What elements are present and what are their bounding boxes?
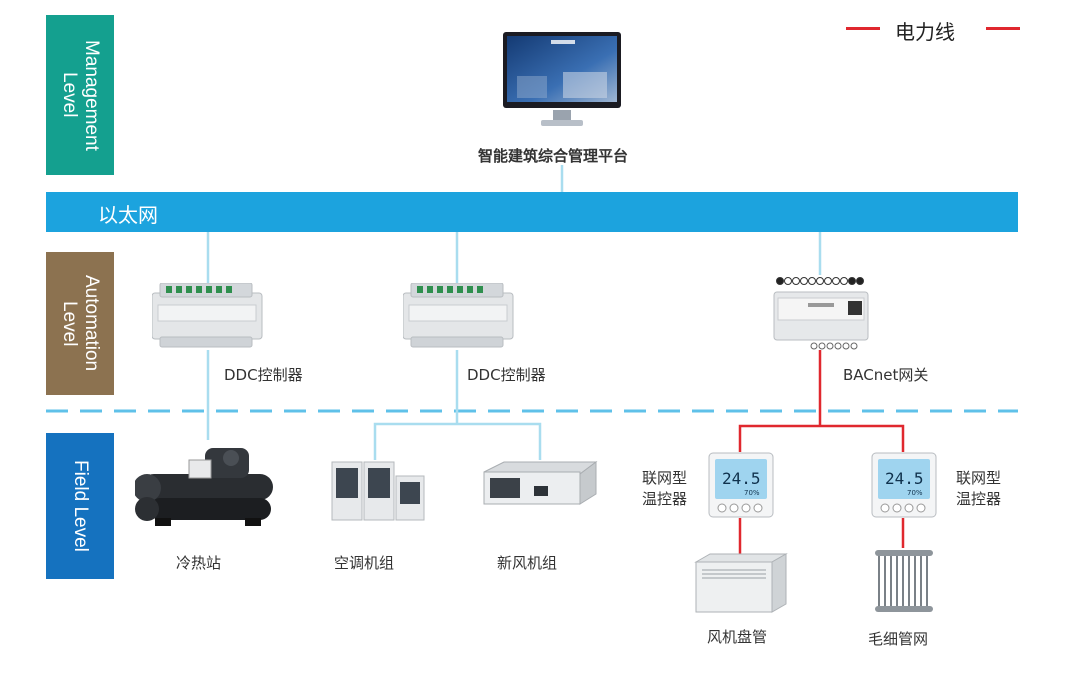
ddc-controller-2-label: DDC控制器 [467, 366, 546, 384]
thermostat-left-label: 联网型 温控器 [642, 469, 688, 508]
bacnet-gateway-label: BACnet网关 [843, 366, 929, 384]
thermostat-right-temp: 24.5 [885, 469, 924, 488]
fan-coil-image [692, 552, 788, 614]
thermostat-left-image: 24.5 70% [708, 452, 774, 518]
ddc-controller-1-label: DDC控制器 [224, 366, 303, 384]
field-level-label: Field Level [70, 460, 91, 552]
management-level-label: Management Level [59, 39, 102, 151]
field-level-box: Field Level [46, 433, 114, 579]
bacnet-gateway-image [772, 276, 872, 352]
automation-level-label: Automation Level [59, 275, 102, 372]
fan-coil-label: 风机盘管 [707, 628, 768, 646]
legend-line-right [986, 27, 1020, 30]
fresh-air-unit-label: 新风机组 [497, 554, 558, 572]
bus-lines [206, 165, 822, 460]
fresh-air-unit-image [480, 460, 600, 508]
legend-label: 电力线 [895, 20, 955, 44]
power-lines [738, 350, 905, 555]
management-platform-label: 智能建筑综合管理平台 [478, 147, 629, 165]
thermostat-left-humidity: 70% [744, 489, 760, 497]
monitor-image [503, 32, 623, 128]
ethernet-label: 以太网 [98, 203, 158, 227]
thermostat-right-label: 联网型 温控器 [956, 469, 1002, 508]
automation-level-box: Automation Level [46, 252, 114, 395]
ddc-controller-2-image [403, 283, 515, 349]
management-level-box: Management Level [46, 15, 114, 175]
chiller-image [135, 440, 281, 528]
thermostat-right-humidity: 70% [907, 489, 923, 497]
ahu-label: 空调机组 [334, 554, 395, 572]
capillary-network-label: 毛细管网 [868, 630, 929, 648]
thermostat-left-temp: 24.5 [722, 469, 761, 488]
legend-line-left [846, 27, 880, 30]
legend: 电力线 [846, 14, 1020, 44]
ethernet-bar [46, 192, 1018, 232]
ahu-image [330, 460, 426, 522]
thermostat-right-image: 24.5 70% [871, 452, 937, 518]
capillary-network-image [873, 548, 935, 614]
ddc-controller-1-image [152, 283, 264, 349]
chiller-label: 冷热站 [176, 554, 222, 572]
